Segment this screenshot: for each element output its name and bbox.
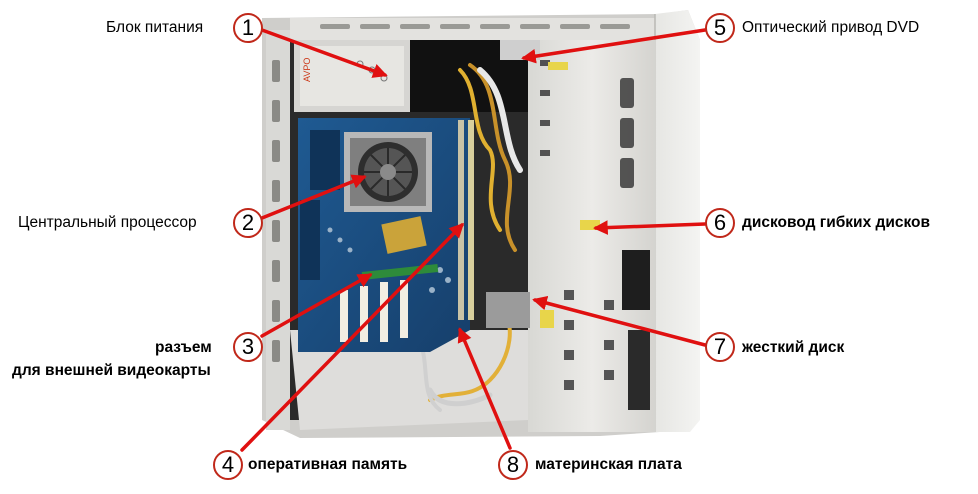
arrow-1	[260, 28, 388, 78]
arrow-3	[260, 273, 373, 338]
callout-number-8: 8	[498, 450, 528, 480]
callout-number-2: 2	[233, 208, 263, 238]
floppy-drive	[580, 220, 600, 230]
callout-number-4: 4	[213, 450, 243, 480]
callout-number-5: 5	[705, 13, 735, 43]
callout-arrows	[240, 28, 707, 452]
label-dvd: Оптический привод DVD	[742, 19, 920, 36]
label-ram: оперативная память	[248, 456, 408, 473]
power-supply: AVPO	[294, 40, 528, 112]
label-gpu-slot-line2: для внешней видеокарты	[12, 362, 211, 379]
arrow-7	[532, 295, 707, 347]
callout-number-6: 6	[705, 208, 735, 238]
hard-drive	[540, 310, 554, 328]
label-motherboard: материнская плата	[535, 456, 682, 473]
psu-brand-text: AVPO	[302, 58, 312, 82]
callout-number-1: 1	[233, 13, 263, 43]
label-gpu-slot-line1: разъем	[155, 339, 212, 356]
arrow-6	[593, 220, 707, 235]
label-cpu: Центральный процессор	[18, 214, 197, 231]
label-power-supply: Блок питания	[106, 19, 204, 36]
label-hdd: жесткий диск	[742, 339, 845, 356]
arrow-8	[457, 327, 512, 450]
label-floppy: дисковод гибких дисков	[742, 214, 931, 231]
pci-slots	[340, 280, 408, 342]
arrow-4	[240, 222, 465, 452]
callout-number-3: 3	[233, 332, 263, 362]
arrow-2	[260, 174, 367, 220]
callout-number-7: 7	[705, 332, 735, 362]
arrow-5	[521, 28, 707, 64]
cpu-cooler	[344, 132, 432, 212]
